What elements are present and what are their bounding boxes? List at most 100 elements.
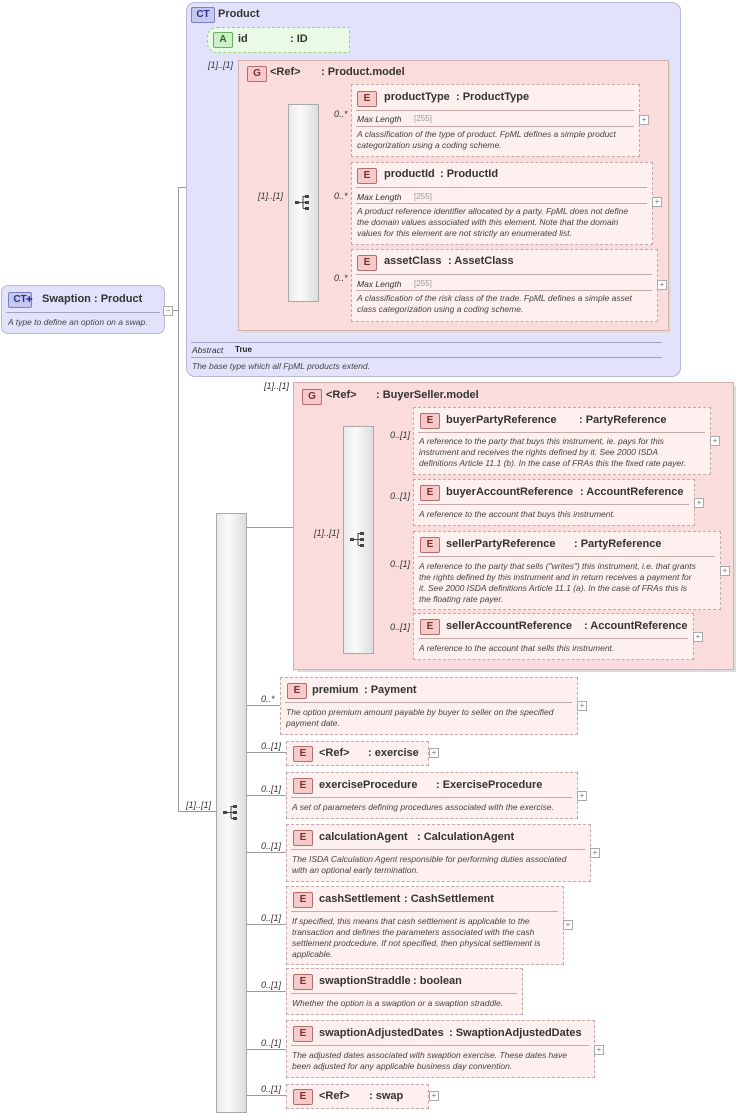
element-type: : ProductId <box>440 168 499 180</box>
divider <box>291 993 517 994</box>
collapse-icon[interactable]: − <box>163 306 173 316</box>
expand-icon[interactable]: + <box>693 632 703 642</box>
calculationagent-element[interactable]: E calculationAgent : CalculationAgent Th… <box>286 824 591 882</box>
element-type: : ExerciseProcedure <box>436 779 543 791</box>
abstract-value: True <box>235 345 252 354</box>
element-doc-line: A reference to the account that sells th… <box>419 643 615 653</box>
swaption-doc: A type to define an option on a swap. <box>8 317 148 327</box>
group-cardinality: [1]..[1] <box>264 381 290 391</box>
element-icon: E <box>293 830 313 846</box>
exercise-ref-element[interactable]: E <Ref> : exercise <box>286 741 429 766</box>
swaptionadjusteddates-element[interactable]: E swaptionAdjustedDates : SwaptionAdjust… <box>286 1020 595 1078</box>
expand-icon[interactable]: + <box>694 498 704 508</box>
element-cardinality: 0..* <box>261 694 275 704</box>
group-ref: <Ref> <box>270 66 301 78</box>
sellerpartyreference-element[interactable]: E sellerPartyReference : PartyReference … <box>413 531 721 610</box>
sequence-icon <box>223 805 237 820</box>
group-icon: G <box>302 389 322 405</box>
element-icon: E <box>293 974 313 990</box>
productid-element[interactable]: E productId : ProductId Max Length [255]… <box>351 162 653 245</box>
producttype-element[interactable]: E productType : ProductType Max Length [… <box>351 84 640 157</box>
expand-icon[interactable]: + <box>652 197 662 207</box>
buyeraccountreference-element[interactable]: E buyerAccountReference : AccountReferen… <box>413 479 695 526</box>
swaptionstraddle-element[interactable]: E swaptionStraddle : boolean Whether the… <box>286 968 523 1015</box>
complex-type-icon: CT <box>8 292 32 308</box>
element-doc-line: instrument and receives the rights defin… <box>419 447 659 457</box>
group-cardinality: [1]..[1] <box>314 528 340 538</box>
divider <box>285 702 572 703</box>
max-length-label: Max Length <box>357 192 402 202</box>
divider <box>356 187 647 188</box>
group-ref: <Ref> <box>326 389 357 401</box>
buyerpartyreference-element[interactable]: E buyerPartyReference : PartyReference A… <box>413 407 711 475</box>
element-type: : boolean <box>413 975 462 987</box>
premium-element[interactable]: E premium : Payment The option premium a… <box>280 677 578 735</box>
max-length-value: [255] <box>414 192 432 201</box>
swap-ref-element[interactable]: E <Ref> : swap <box>286 1084 429 1109</box>
expand-icon[interactable]: + <box>429 748 439 758</box>
exerciseprocedure-element[interactable]: E exerciseProcedure : ExerciseProcedure … <box>286 772 578 819</box>
element-type: : CashSettlement <box>404 893 494 905</box>
element-name: buyerPartyReference <box>446 414 557 426</box>
group-type: : BuyerSeller.model <box>376 389 479 401</box>
sequence-compositor[interactable] <box>288 104 319 302</box>
element-name: <Ref> <box>319 747 350 759</box>
element-cardinality: 0..[1] <box>390 559 411 569</box>
element-cardinality: 0..[1] <box>390 491 411 501</box>
element-doc-line: A classification of the risk class of th… <box>357 293 632 303</box>
element-cardinality: 0..[1] <box>261 841 282 851</box>
divider <box>6 312 160 313</box>
element-icon: E <box>287 683 307 699</box>
divider <box>291 797 572 798</box>
divider <box>356 290 652 291</box>
divider <box>418 638 688 639</box>
element-icon: E <box>293 1089 313 1105</box>
expand-icon[interactable]: + <box>657 280 667 290</box>
element-type: : AccountReference <box>584 620 688 632</box>
expand-icon[interactable]: + <box>720 566 730 576</box>
divider <box>356 274 652 275</box>
element-doc-line: The option premium amount payable by buy… <box>286 707 554 717</box>
abstract-label: Abstract <box>192 345 224 355</box>
divider <box>291 911 558 912</box>
element-doc-line: payment date. <box>286 718 340 728</box>
divider <box>356 126 634 127</box>
element-type: : AssetClass <box>448 255 514 267</box>
swaption-name: Swaption <box>42 293 91 305</box>
element-icon: E <box>357 255 377 271</box>
element-doc-line: Whether the option is a swaption or a sw… <box>292 998 504 1008</box>
element-cardinality: 0..[1] <box>390 430 411 440</box>
expand-icon[interactable]: + <box>577 791 587 801</box>
swaption-type: : Product <box>94 293 143 305</box>
assetclass-element[interactable]: E assetClass : AssetClass Max Length [25… <box>351 249 658 322</box>
element-doc-line: The ISDA Calculation Agent responsible f… <box>292 854 567 864</box>
element-cardinality: 0..* <box>334 273 348 283</box>
expand-icon[interactable]: + <box>710 436 720 446</box>
element-name: buyerAccountReference <box>446 486 574 498</box>
element-name: assetClass <box>384 255 442 267</box>
divider <box>291 849 585 850</box>
element-name: premium <box>312 684 359 696</box>
selleraccountreference-element[interactable]: E sellerAccountReference : AccountRefere… <box>413 613 694 660</box>
expand-icon[interactable]: + <box>590 848 600 858</box>
id-attribute[interactable]: A id : ID <box>207 27 350 53</box>
expand-icon[interactable]: + <box>594 1045 604 1055</box>
element-doc-line: settlement prodcedure. If not specified,… <box>292 938 541 948</box>
expand-icon[interactable]: + <box>639 115 649 125</box>
element-doc-line: The adjusted dates associated with swapt… <box>292 1050 567 1060</box>
divider <box>356 203 647 204</box>
element-doc-line: with an optional early termination. <box>292 865 419 875</box>
element-type: : PartyReference <box>579 414 667 426</box>
cashsettlement-element[interactable]: E cashSettlement : CashSettlement If spe… <box>286 886 564 965</box>
divider <box>418 504 689 505</box>
element-doc-line: it. See 2000 ISDA definitions Article 11… <box>419 583 688 593</box>
element-cardinality: 0..[1] <box>261 1084 282 1094</box>
expand-icon[interactable]: + <box>577 701 587 711</box>
element-doc-line: A classification of the type of product.… <box>357 129 616 139</box>
expand-icon[interactable]: + <box>429 1091 439 1101</box>
swaption-complex-type[interactable]: CT ✚ Swaption : Product A type to define… <box>1 285 165 334</box>
divider <box>291 1045 589 1046</box>
divider <box>191 342 662 343</box>
expand-icon[interactable]: + <box>563 920 573 930</box>
element-cardinality: 0..* <box>334 109 348 119</box>
